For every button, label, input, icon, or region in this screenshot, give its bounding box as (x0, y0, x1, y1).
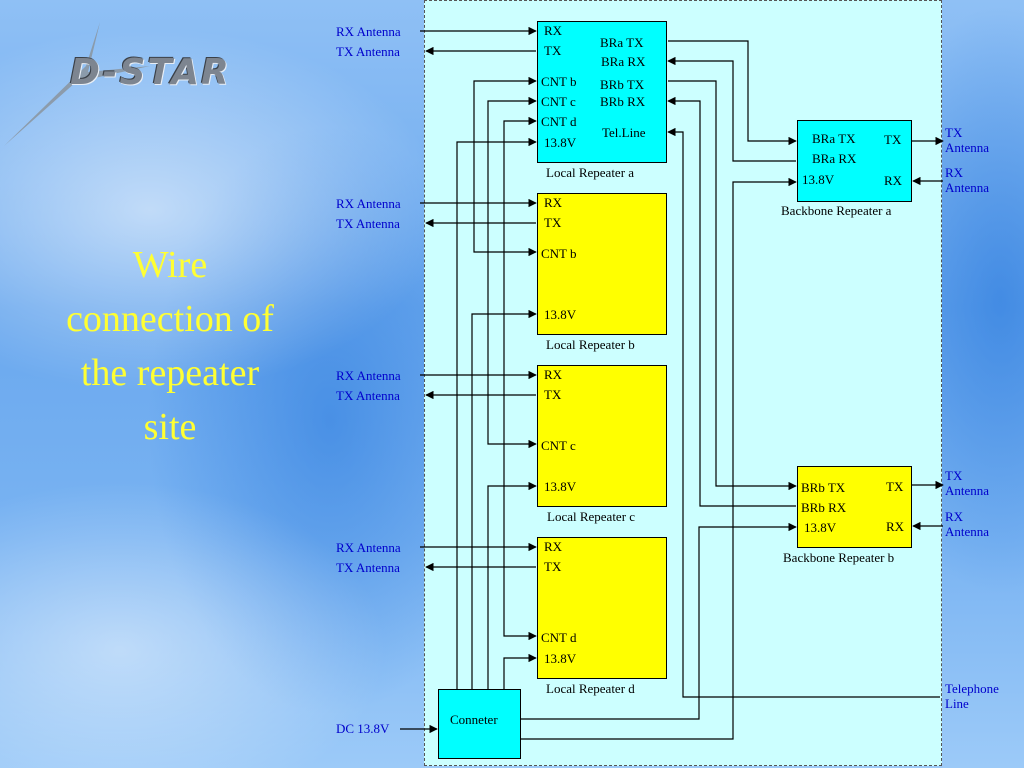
backbone-repeater-b: BRb TX BRb RX 13.8V TX RX (797, 466, 912, 548)
rx-antenna-label-bba: RX Antenna (945, 165, 989, 195)
port-13-8v: 13.8V (544, 479, 577, 494)
title-line-3: the repeater (80, 352, 260, 394)
power-wire-a (456, 137, 537, 689)
power-wire-bbb (521, 522, 797, 720)
port-13-8v: 13.8V (804, 520, 837, 535)
caption-local-a: Local Repeater a (546, 165, 635, 180)
dstar-logo: D-STAR (0, 8, 300, 148)
port-bra-rx: BRa RX (812, 151, 857, 166)
label-line: Line (945, 696, 969, 711)
port-rx: RX (884, 173, 903, 188)
port-cnt-c: CNT c (541, 438, 576, 453)
label-line: Antenna (945, 180, 990, 195)
power-wire-d (503, 653, 537, 689)
port-cnt-d: CNT d (541, 630, 577, 645)
port-13-8v: 13.8V (802, 172, 835, 187)
power-wire-b (471, 309, 537, 689)
slide-title: Wire connection of the repeater site (20, 238, 320, 454)
bra-rx-wire (667, 56, 796, 162)
power-wire-c (487, 481, 537, 689)
connector-box: Conneter (438, 689, 521, 759)
port-tx: TX (886, 479, 904, 494)
local-repeater-d: RX TX CNT d 13.8V (537, 537, 667, 679)
port-rx: RX (544, 539, 563, 554)
port-tx: TX (544, 215, 562, 230)
port-tel-line: Tel.Line (602, 125, 646, 140)
dc-input-label: DC 13.8V (336, 721, 390, 736)
title-line-2: connection of (66, 298, 274, 340)
port-cnt-d: CNT d (541, 114, 577, 129)
label-line: RX (945, 165, 964, 180)
port-brb-rx: BRb RX (801, 500, 847, 515)
caption-local-d: Local Repeater d (546, 681, 635, 696)
port-brb-rx: BRb RX (600, 94, 646, 109)
port-13-8v: 13.8V (544, 307, 577, 322)
port-cnt-b: CNT b (541, 246, 577, 261)
label-line: Antenna (945, 524, 990, 539)
cnt-c-wire (487, 96, 537, 449)
label-line: Antenna (945, 483, 990, 498)
rx-antenna-label-c: RX Antenna (336, 368, 401, 383)
caption-backbone-a: Backbone Repeater a (781, 203, 892, 218)
backbone-repeater-a: BRa TX BRa RX 13.8V TX RX (797, 120, 912, 202)
port-13-8v: 13.8V (544, 651, 577, 666)
local-repeater-a: RX TX CNT b CNT c CNT d 13.8V BRa TX BRa… (537, 21, 667, 163)
label-line: Antenna (945, 140, 990, 155)
tx-antenna-label-b: TX Antenna (336, 216, 400, 231)
port-tx: TX (544, 387, 562, 402)
caption-local-c: Local Repeater c (547, 509, 636, 524)
port-cnt-b: CNT b (541, 74, 577, 89)
rx-antenna-label-b: RX Antenna (336, 196, 401, 211)
label-line: Telephone (945, 681, 999, 696)
caption-backbone-b: Backbone Repeater b (783, 550, 895, 565)
title-line-4: site (143, 406, 197, 448)
port-rx: RX (886, 519, 905, 534)
port-tx: TX (884, 132, 902, 147)
tx-antenna-label-bbb: TX Antenna (945, 468, 989, 498)
port-rx: RX (544, 195, 563, 210)
label-line: TX (945, 468, 963, 483)
bra-tx-wire (668, 40, 797, 146)
cnt-d-wire (503, 116, 537, 641)
rx-antenna-label-a: RX Antenna (336, 24, 401, 39)
port-rx: RX (544, 23, 563, 38)
port-brb-tx: BRb TX (600, 77, 645, 92)
tx-antenna-label-a: TX Antenna (336, 44, 400, 59)
tx-antenna-label-d: TX Antenna (336, 560, 400, 575)
port-tx: TX (544, 43, 562, 58)
connector-label: Conneter (450, 712, 498, 727)
telephone-wire (667, 127, 940, 698)
port-tx: TX (544, 559, 562, 574)
brb-tx-wire (668, 80, 797, 491)
port-bra-rx: BRa RX (601, 54, 646, 69)
logo-text: D-STAR (70, 52, 231, 93)
tx-antenna-label-c: TX Antenna (336, 388, 400, 403)
telephone-line-label: Telephone Line (945, 681, 999, 711)
port-brb-tx: BRb TX (801, 480, 846, 495)
label-line: TX (945, 125, 963, 140)
rx-antenna-label-d: RX Antenna (336, 540, 401, 555)
tx-antenna-label-bba: TX Antenna (945, 125, 989, 155)
title-line-1: Wire (132, 244, 208, 286)
port-bra-tx: BRa TX (812, 131, 856, 146)
port-bra-tx: BRa TX (600, 35, 644, 50)
power-wire-bba (521, 177, 797, 740)
port-rx: RX (544, 367, 563, 382)
port-13-8v: 13.8V (544, 135, 577, 150)
label-line: RX (945, 509, 964, 524)
local-repeater-b: RX TX CNT b 13.8V (537, 193, 667, 335)
rx-antenna-label-bbb: RX Antenna (945, 509, 989, 539)
port-cnt-c: CNT c (541, 94, 576, 109)
local-repeater-c: RX TX CNT c 13.8V (537, 365, 667, 507)
brb-rx-wire (667, 96, 796, 507)
cnt-b-wire (473, 76, 537, 257)
caption-local-b: Local Repeater b (546, 337, 635, 352)
